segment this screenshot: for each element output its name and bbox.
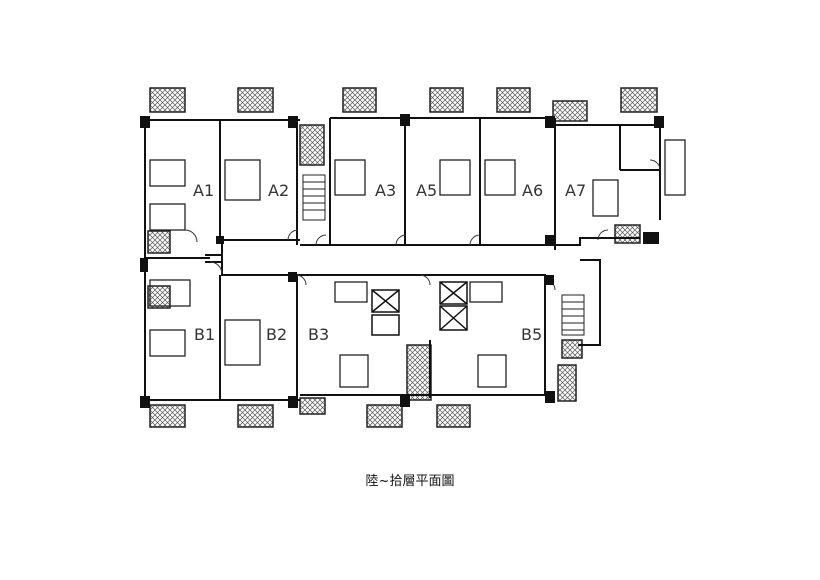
elevator-shaft — [371, 314, 400, 336]
bathroom — [339, 354, 369, 388]
unit-label-south: B5 — [521, 325, 542, 344]
stair-north — [302, 174, 326, 221]
door-swing — [315, 234, 327, 246]
columns — [140, 114, 664, 408]
door-swing — [287, 229, 299, 241]
unit-label-south: B1 — [194, 325, 215, 344]
door-swing — [395, 234, 407, 246]
unit-label-south: B3 — [308, 325, 329, 344]
bathroom — [149, 279, 191, 307]
door-swing — [597, 229, 609, 241]
bathroom — [484, 159, 516, 196]
bathroom — [149, 203, 186, 231]
balcony — [147, 230, 171, 254]
balcony — [436, 404, 471, 428]
balcony — [149, 404, 186, 428]
balcony — [552, 100, 588, 122]
bathroom — [149, 159, 186, 187]
doors — [184, 159, 661, 291]
column — [400, 395, 410, 407]
column — [400, 114, 410, 126]
bathroom — [224, 159, 261, 201]
balcony — [299, 397, 326, 415]
east-stair-wall — [578, 259, 601, 346]
column — [545, 275, 554, 285]
balcony — [620, 87, 658, 113]
stairs — [302, 174, 585, 336]
bathroom — [664, 139, 686, 196]
north-corridor-wall — [221, 237, 640, 255]
bathrooms — [149, 139, 686, 388]
balcony — [496, 87, 531, 113]
balcony — [614, 224, 641, 244]
column — [288, 116, 298, 128]
elevator-shaft — [439, 281, 468, 305]
balcony — [237, 404, 274, 428]
bathroom — [224, 319, 261, 366]
column — [643, 232, 659, 244]
column — [545, 391, 555, 403]
unit-label-north: A2 — [268, 181, 289, 200]
balcony — [429, 87, 464, 113]
column — [288, 272, 297, 282]
unit-label-north: A3 — [375, 181, 396, 200]
balcony — [299, 124, 325, 166]
bathroom — [334, 159, 366, 196]
balcony — [561, 339, 583, 359]
partitions — [145, 118, 660, 400]
bathroom — [477, 354, 507, 388]
north-block-outline — [145, 117, 661, 250]
column — [545, 235, 554, 245]
balcony — [149, 87, 186, 113]
door-swing — [209, 261, 223, 275]
elevators — [371, 281, 468, 336]
stair-east — [561, 294, 585, 336]
column — [545, 116, 555, 128]
balconies — [147, 87, 658, 428]
balcony — [557, 364, 577, 402]
unit-label-north: A5 — [416, 181, 437, 200]
column — [288, 396, 298, 408]
door-swing — [469, 234, 481, 246]
unit-label-north: A6 — [522, 181, 543, 200]
balcony — [147, 285, 171, 309]
column — [140, 258, 148, 272]
column — [654, 116, 664, 128]
unit-label-north: A7 — [565, 181, 586, 200]
balcony — [237, 87, 274, 113]
balcony — [366, 404, 403, 428]
door-swing — [184, 229, 198, 243]
door-swing — [419, 274, 431, 286]
bathroom — [469, 281, 503, 303]
unit-labels: A1 A2 A3 A5 A6 A7 B1 B2 B3 B5 — [193, 181, 586, 344]
elevator-shaft — [371, 289, 400, 313]
plan-caption: 陸~拾層平面圖 — [365, 474, 455, 489]
column — [216, 236, 224, 244]
bathroom — [149, 329, 186, 357]
balcony — [406, 344, 432, 401]
elevator-shaft — [439, 305, 468, 331]
column — [140, 116, 150, 128]
bathroom — [334, 281, 368, 303]
door-swing — [649, 159, 661, 171]
bathroom — [439, 159, 471, 196]
balcony — [342, 87, 377, 113]
unit-label-south: B2 — [266, 325, 287, 344]
bathroom — [592, 179, 619, 217]
unit-label-north: A1 — [193, 181, 214, 200]
column — [140, 396, 150, 408]
